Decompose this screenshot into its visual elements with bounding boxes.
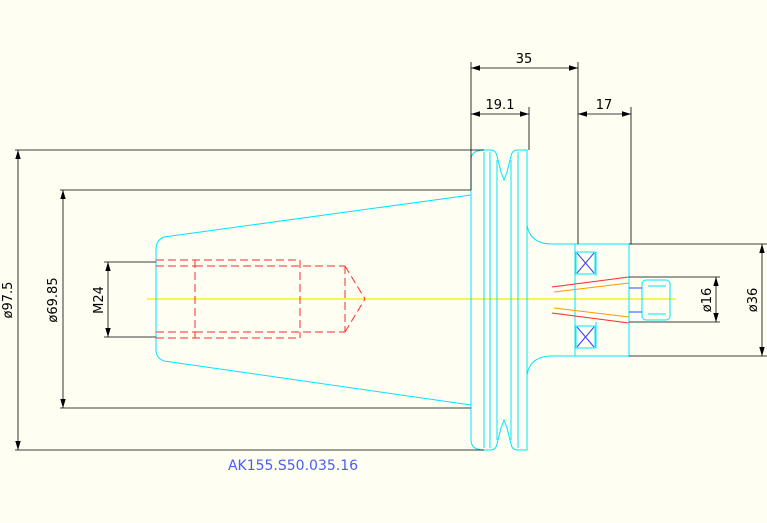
part-number-label: AK155.S50.035.16 xyxy=(228,458,358,474)
dim-36-label: ø36 xyxy=(746,288,761,313)
dim-m24-label: M24 xyxy=(92,286,107,314)
bearing-lower xyxy=(575,325,596,349)
collet-jaws xyxy=(551,276,630,324)
bearing-upper xyxy=(575,251,596,275)
dim-35-label: 35 xyxy=(516,52,533,67)
taper-shank xyxy=(155,194,472,406)
internal-thread xyxy=(156,259,366,339)
dimension-lines xyxy=(15,65,765,450)
dim-97-5-label: ø97.5 xyxy=(1,282,16,319)
extension-lines xyxy=(15,62,767,451)
dim-19-1-label: 19.1 xyxy=(486,98,515,113)
dim-17-label: 17 xyxy=(596,98,613,113)
nose-body xyxy=(526,224,630,376)
flange xyxy=(470,149,528,451)
clamp-screw xyxy=(629,279,671,321)
dim-16-label: ø16 xyxy=(700,288,715,313)
dim-69-85-label: ø69.85 xyxy=(46,277,61,322)
